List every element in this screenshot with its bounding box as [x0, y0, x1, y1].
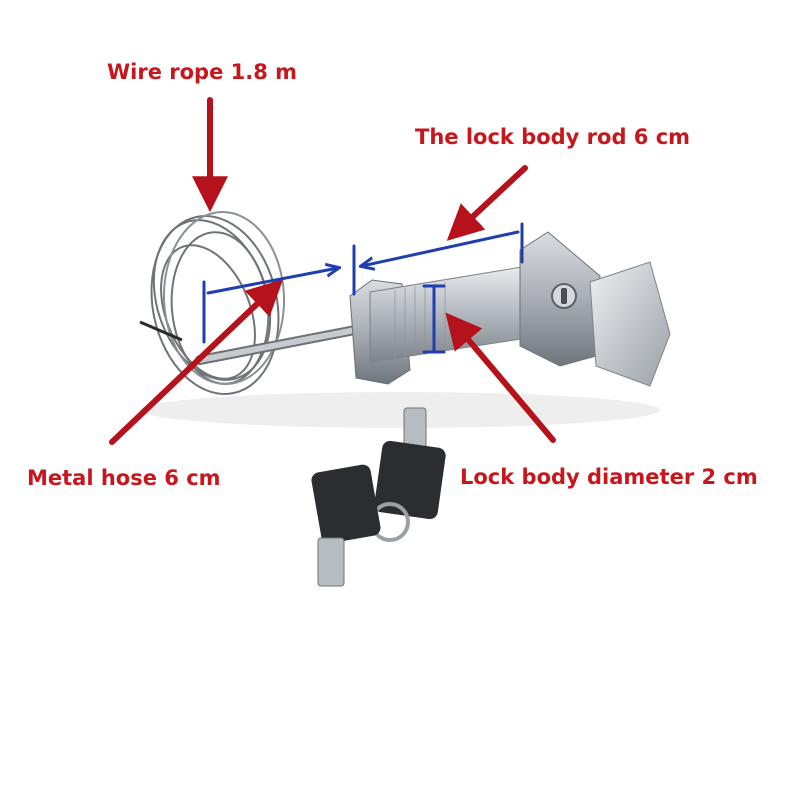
lock-body-diameter-label: Lock body diameter 2 cm	[460, 465, 758, 489]
pointer-arrow	[445, 312, 556, 443]
pointer-arrows	[109, 97, 556, 445]
dimension-arrow	[362, 230, 520, 266]
dimension-markers	[202, 222, 524, 354]
key-shape	[374, 440, 446, 520]
metal-hose	[195, 325, 360, 365]
dimension-arrow	[206, 268, 338, 295]
metal-hose-label: Metal hose 6 cm	[27, 466, 221, 490]
wire-rope-label: Wire rope 1.8 m	[107, 60, 298, 84]
wire-rope-coil	[139, 211, 286, 395]
pointer-arrow	[446, 165, 528, 241]
key-shape	[311, 464, 381, 544]
latch-plate	[589, 261, 671, 387]
lock-body-rod-label: The lock body rod 6 cm	[415, 125, 691, 149]
floor-shadow	[140, 392, 660, 428]
lock-head	[519, 231, 601, 367]
pointer-arrow	[109, 279, 284, 445]
keys	[311, 407, 446, 587]
lock-body-rod	[369, 265, 529, 363]
